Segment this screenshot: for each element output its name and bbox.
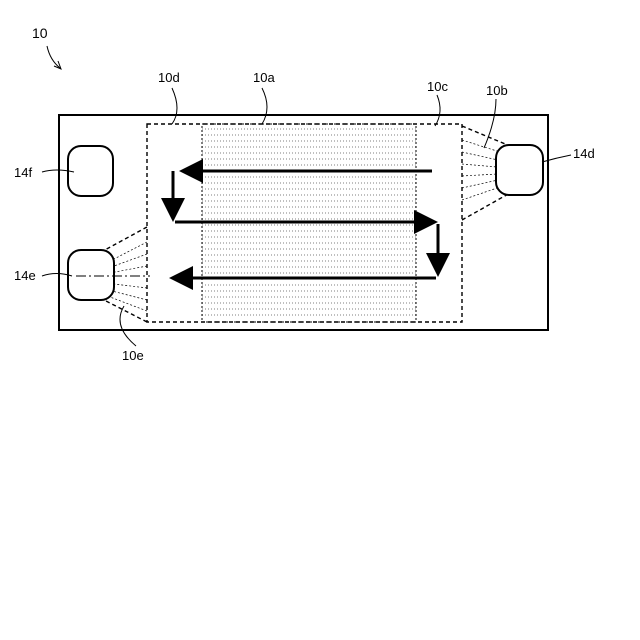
leader-10c <box>435 95 440 126</box>
leader-10d <box>172 88 177 124</box>
label-14d: 14d <box>573 146 595 161</box>
figure-number-label: 10 <box>32 25 48 41</box>
label-10c: 10c <box>427 79 448 94</box>
label-10b: 10b <box>486 83 508 98</box>
label-14f: 14f <box>14 165 32 180</box>
port-right <box>496 145 543 195</box>
leader-14d <box>542 155 571 162</box>
port-upper-left <box>68 146 113 196</box>
flow-path-arrows <box>172 171 438 278</box>
label-10d: 10d <box>158 70 180 85</box>
figure-number-leader <box>47 46 60 68</box>
label-10e: 10e <box>122 348 144 363</box>
leader-10b <box>484 99 496 148</box>
label-10a: 10a <box>253 70 275 85</box>
leader-10a <box>262 88 267 124</box>
label-14e: 14e <box>14 268 36 283</box>
port-lower-left <box>68 250 114 300</box>
reference-labels <box>42 88 571 346</box>
